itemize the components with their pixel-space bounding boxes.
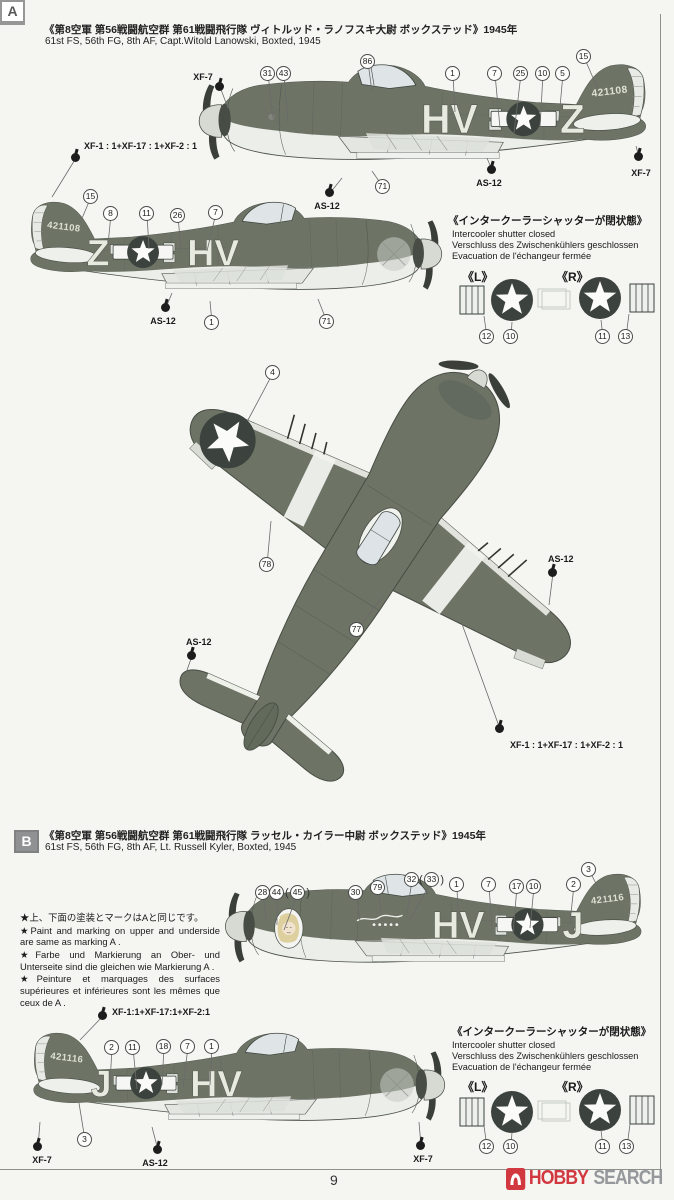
aircraft-letter: J [562,905,583,947]
squadron-code-fwd: HV [432,905,485,947]
intercooler-fr: Evacuation de l'échangeur fermée [452,251,592,261]
aircraft-letter: Z [87,231,110,273]
paint-label: XF-7 [413,1154,433,1164]
intercooler-de: Verschluss des Zwischenkühlers geschloss… [452,1051,639,1061]
aircraft-b-port-profile: J HV 421116 [33,1032,446,1122]
left-shutter-label: 《L》 [462,270,494,284]
callout-12: 12 [479,1139,494,1154]
callout-1: 1 [204,315,219,330]
paint-label: AS-12 [150,316,176,326]
intercooler-title-jp: 《インタークーラーシャッターが閉状態》 [448,215,648,227]
hobby-search-icon [506,1167,526,1190]
aircraft-a-starboard-profile: HV Z 421108 [198,64,647,161]
section-b-title-en: 61st FS, 56th FG, 8th AF, Lt. Russell Ky… [45,842,297,853]
page-border-bottom [0,1169,662,1170]
aircraft-top-view [179,360,571,782]
intercooler-de: Verschluss des Zwischenkühlers geschloss… [452,240,639,250]
callout-10: 10 [503,1139,518,1154]
squadron-code-fwd: HV [421,96,478,142]
mission-dots [372,923,399,927]
nose-art-b-pinup [274,908,304,949]
section-a-title-jp: 《第8空軍 第56戦闘航空群 第61戦闘飛行隊 ヴィトルッド・ラノフスキ大尉 ボ… [44,24,518,36]
intercooler-fr: Evacuation de l'échangeur fermée [452,1062,592,1072]
page-border-right [660,14,661,1169]
page-number: 9 [330,1172,338,1188]
callout-13: 13 [618,329,633,344]
paint-label: XF-7 [32,1155,52,1165]
tail-serial: 421116 [50,1051,84,1065]
paint-label: XF-1 : 1+XF-17 : 1+XF-2 : 1 [84,141,198,151]
aircraft-letter: J [91,1062,112,1104]
paint-marker [71,153,80,162]
callout-13: 13 [619,1139,634,1154]
section-b-title-jp: 《第8空軍 第56戦闘航空群 第61戦闘飛行隊 ラッセル・カイラー中尉 ボックス… [44,830,486,842]
intercooler-right-diagram [537,277,655,319]
callout-71: 71 [319,314,334,329]
intercooler-en: Intercooler shutter closed [452,1040,556,1050]
nose-script [356,914,403,922]
note-en: ★Paint and marking on upper and undersid… [20,924,220,948]
aircraft-letter: Z [560,96,585,142]
section-a-title-en: 61st FS, 56th FG, 8th AF, Capt.Witold La… [45,36,321,47]
note-de: ★Farbe und Markierung an Ober- und Unter… [20,948,220,972]
squadron-code-fwd: HV [190,1062,242,1104]
marking-b-notes: ★上、下面の塗装とマークはAと同じです。 ★Paint and marking … [20,912,220,1009]
tail-serial: 421108 [47,220,82,234]
note-fr: ★Peinture et marquages des surfaces supé… [20,973,220,1008]
left-shutter-label: 《L》 [462,1080,494,1094]
aircraft-b-starboard-profile: HV J 421116 [224,873,642,963]
intercooler-left-diagram [459,1091,571,1133]
callout-11: 11 [595,1139,610,1154]
marking-a-box: A [0,0,25,25]
intercooler-en: Intercooler shutter closed [452,229,556,239]
paint-label: AS-12 [142,1158,168,1168]
aircraft-a-port-profile: Z HV 421108 [30,201,443,291]
brand-hobby: HOBBY [528,1167,589,1189]
intercooler-title-jp: 《インタークーラーシャッターが閉状態》 [452,1026,652,1038]
right-shutter-label: 《R》 [556,270,589,284]
paint-marker [98,1011,107,1020]
marking-b-box: B [14,830,39,853]
note-jp: ★上、下面の塗装とマークはAと同じです。 [20,912,204,923]
paint-marker [153,1145,162,1154]
intercooler-right-diagram [537,1089,655,1131]
intercooler-left-diagram [459,279,571,321]
right-shutter-label: 《R》 [556,1080,589,1094]
squadron-code-fwd: HV [187,231,239,273]
tail-serial: 421108 [591,84,628,99]
hobby-search-watermark: HOBBY SEARCH [506,1167,663,1190]
brand-search: SEARCH [593,1167,663,1189]
wing-star-insignia [199,412,256,469]
